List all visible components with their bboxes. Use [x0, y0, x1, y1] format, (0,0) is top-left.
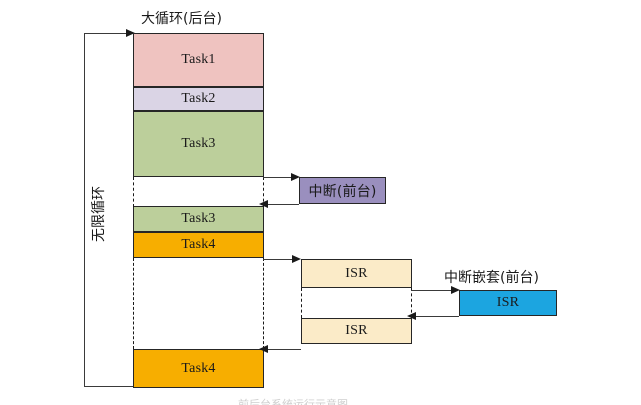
task3-block-second: Task3 — [133, 206, 264, 232]
isr-column-left-dashed-guide — [301, 288, 302, 318]
infinite-loop-arrowhead — [126, 28, 135, 37]
infinite-loop-top-line — [84, 33, 130, 35]
nested-isr-entry-line — [411, 290, 455, 292]
task-column-left-dashed-guide — [133, 177, 134, 207]
infinite-loop-bottom-line — [84, 386, 133, 388]
task4-block-first: Task4 — [133, 232, 264, 258]
nested-isr-return-line — [414, 316, 459, 318]
isr-return-arrowhead — [259, 344, 268, 353]
interrupt-return-line — [266, 204, 299, 206]
infinite-loop-label: 无限循环 — [91, 186, 107, 242]
infinite-loop-vertical-line — [84, 33, 86, 386]
task-column-left-dashed-guide-lower — [133, 258, 134, 349]
nested-interrupt-title: 中断嵌套(前台) — [444, 270, 539, 286]
task3-block-first: Task3 — [133, 111, 264, 177]
task4-block-second: Task4 — [133, 349, 264, 388]
task-column-right-dashed-guide-lower — [263, 258, 264, 349]
isr-entry-line — [263, 259, 297, 261]
interrupt-block: 中断(前台) — [299, 177, 386, 204]
nested-isr-block: ISR — [459, 290, 557, 316]
task2-block: Task2 — [133, 87, 264, 111]
interrupt-return-arrowhead — [259, 199, 268, 208]
isr-return-line — [266, 349, 301, 351]
interrupt-entry-arrowhead — [291, 172, 300, 181]
nested-isr-entry-arrowhead — [451, 285, 460, 294]
nested-isr-return-arrowhead — [407, 311, 416, 320]
task1-block: Task1 — [133, 33, 264, 87]
isr-block-first: ISR — [301, 259, 412, 288]
isr-entry-arrowhead — [292, 254, 301, 263]
interrupt-entry-line — [263, 177, 297, 179]
isr-block-second: ISR — [301, 318, 412, 344]
background-loop-title: 大循环(后台) — [141, 11, 222, 27]
task-column-right-dashed-guide — [263, 177, 264, 207]
bottom-caption: 前后台系统运行示意图 — [238, 398, 348, 405]
isr-column-right-dashed-guide — [411, 288, 412, 318]
